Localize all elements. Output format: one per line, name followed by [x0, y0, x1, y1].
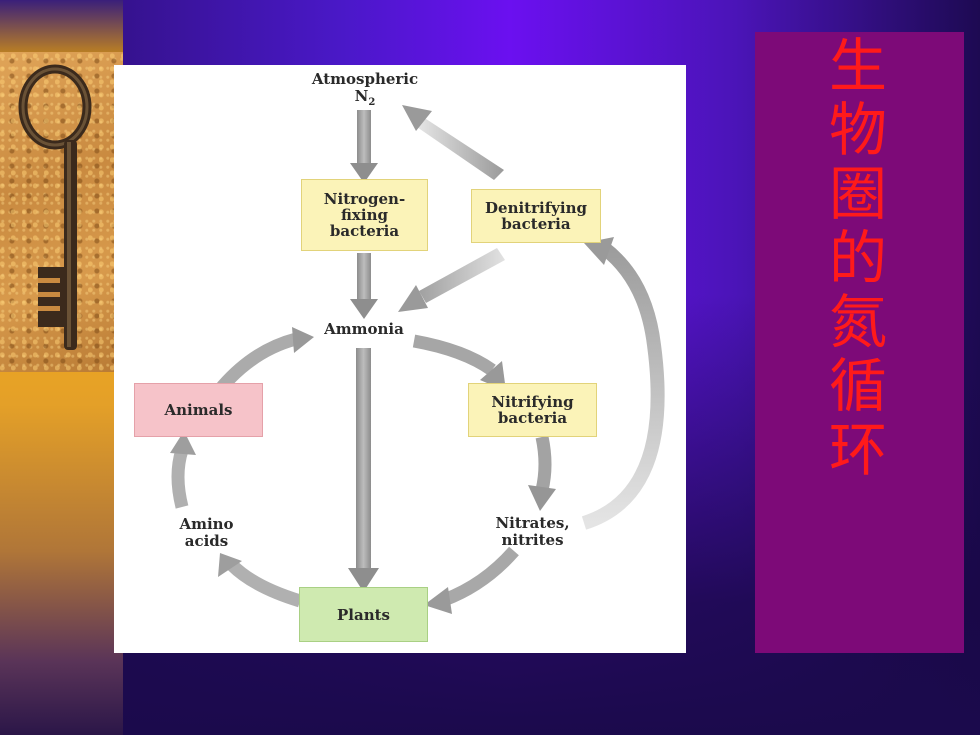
key-icon	[18, 64, 92, 350]
plants-text: Plants	[337, 605, 390, 624]
nitrates-line2: nitrites	[501, 531, 564, 549]
amino-acids-label: Amino acids	[154, 516, 259, 550]
arrow-ammonia-to-plants	[348, 348, 379, 592]
nitrifying-bacteria-box: Nitrifying bacteria	[468, 383, 597, 437]
nitrifying-line2: bacteria	[497, 409, 568, 427]
nitrogen-fixing-line3: bacteria	[329, 222, 400, 240]
amino-line2: acids	[184, 532, 229, 550]
nitrates-line1: Nitrates,	[495, 514, 570, 532]
n-symbol: N	[354, 87, 369, 105]
key-photo	[0, 52, 123, 372]
arrow-nitrates-to-plants	[424, 546, 519, 614]
denitrifying-line2: bacteria	[501, 215, 571, 233]
arrow-denitrifying-to-ammonia	[398, 248, 505, 312]
atmospheric-n2-label: Atmospheric N2	[294, 71, 436, 111]
denitrifying-bacteria-box: Denitrifying bacteria	[471, 189, 601, 243]
arrow-nitrogen-fixing-to-ammonia	[350, 253, 378, 319]
arrow-amino-acids-to-animals	[170, 431, 196, 509]
nitrogen-cycle-diagram: Atmospheric N2 Nitrogen- fixing bacteria…	[114, 65, 686, 653]
cycle-arrows	[170, 105, 665, 614]
nitrates-nitrites-label: Nitrates, nitrites	[470, 515, 595, 549]
n2-subscript: 2	[368, 97, 376, 108]
title-panel	[755, 32, 964, 653]
nitrifying-line1: Nitrifying	[491, 393, 574, 411]
arrow-nitrifying-to-nitrates	[528, 435, 556, 511]
arrow-denitrifying-to-n2	[402, 105, 504, 180]
nitrogen-fixing-bacteria-box: Nitrogen- fixing bacteria	[301, 179, 428, 251]
arrow-nitrates-to-denitrifying	[581, 237, 665, 530]
plants-box: Plants	[299, 587, 428, 642]
arrow-animals-to-ammonia	[217, 327, 314, 392]
arrow-n2-to-nitrogen-fixing	[350, 110, 378, 183]
animals-text: Animals	[164, 401, 233, 419]
arrow-plants-to-amino-acids	[218, 553, 302, 608]
denitrifying-line1: Denitrifying	[485, 199, 587, 217]
nitrogen-fixing-line1: Nitrogen-	[323, 190, 406, 208]
ammonia-label: Ammonia	[324, 320, 404, 338]
n2-text: N2	[294, 88, 436, 111]
slide-title: 生物圈的氮循环	[828, 32, 887, 484]
nitrogen-fixing-line2: fixing	[341, 206, 388, 224]
animals-box: Animals	[134, 383, 263, 437]
amino-line1: Amino	[179, 515, 234, 533]
atmospheric-text: Atmospheric	[311, 70, 419, 88]
